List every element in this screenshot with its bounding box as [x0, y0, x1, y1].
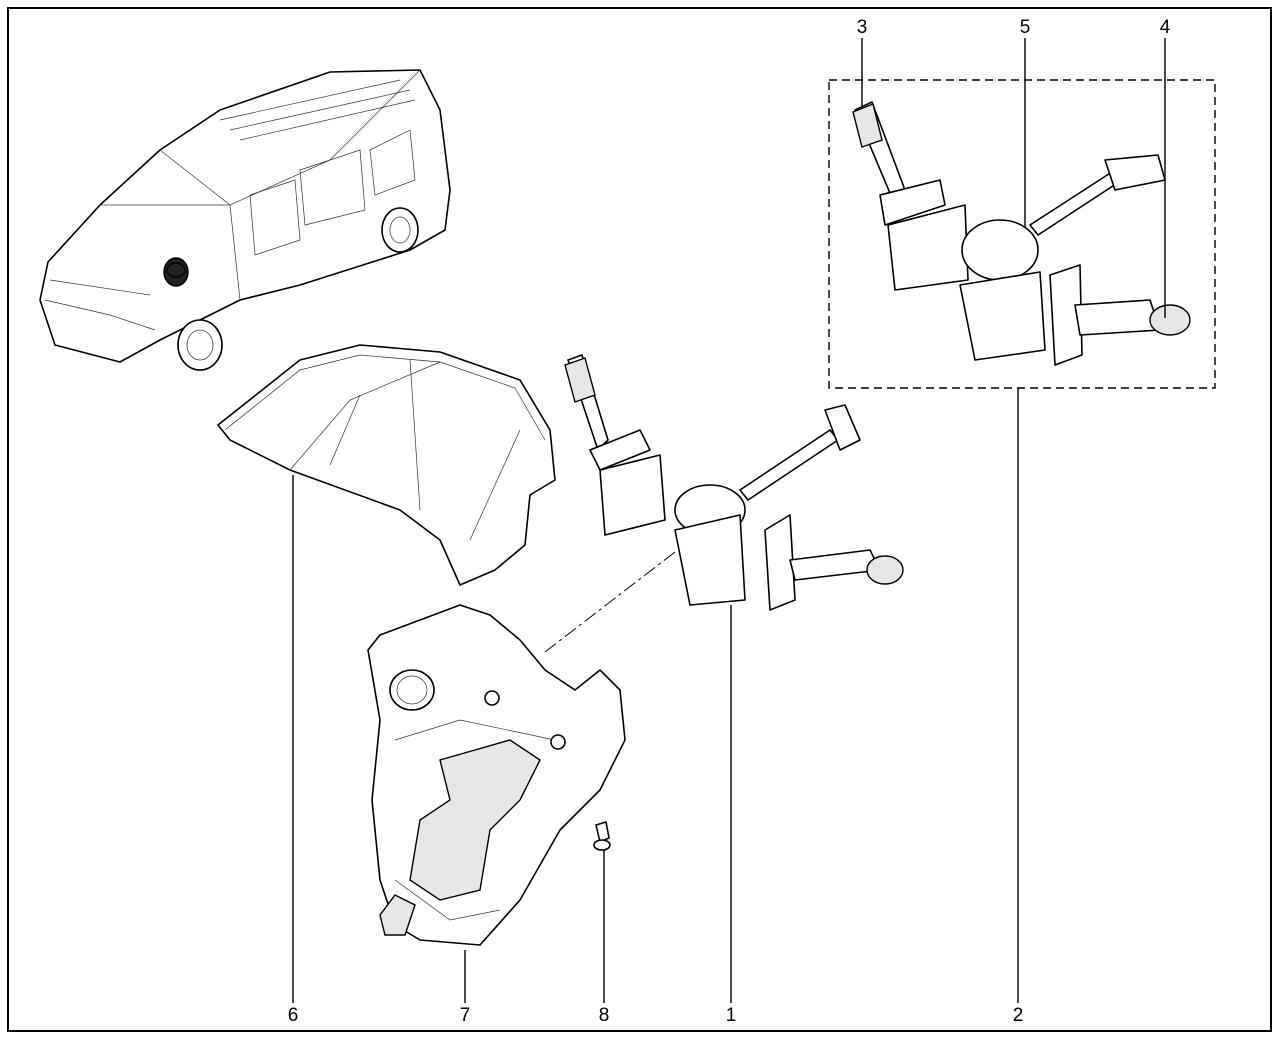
rotary-connector-part-5 [961, 219, 1039, 281]
callout-8: 8 [598, 1005, 610, 1026]
callout-3: 3 [856, 17, 868, 38]
callout-7: 7 [459, 1005, 471, 1026]
assembly-axis-line [544, 551, 676, 653]
frame-border [7, 7, 1272, 1032]
switch-assembly-part-1 [564, 354, 904, 611]
callout-6: 6 [287, 1005, 299, 1026]
vehicle-locator-illustration [39, 69, 451, 371]
callout-5: 5 [1019, 17, 1031, 38]
callout-2: 2 [1012, 1005, 1024, 1026]
lower-shroud-part-7 [367, 604, 626, 946]
upper-cover-part-6 [217, 344, 556, 586]
callout-4: 4 [1159, 17, 1171, 38]
leader-lines [292, 38, 1166, 1003]
assembly-group-box-part-2 [828, 79, 1216, 389]
switch-assembly-detail [852, 101, 1191, 366]
screw-part-8 [593, 821, 611, 851]
lighting-stalk-part-4 [1074, 299, 1161, 336]
callout-1: 1 [725, 1005, 737, 1026]
